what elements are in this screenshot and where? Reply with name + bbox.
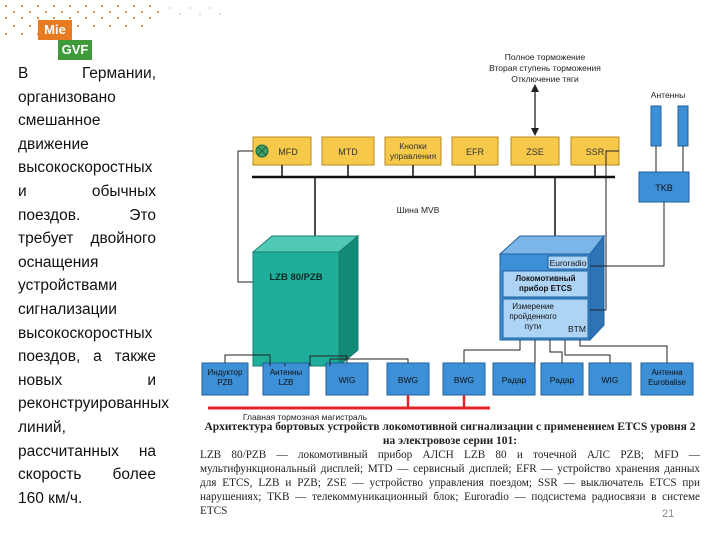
euroradio-label: Euroradio — [550, 258, 587, 268]
pzb-inductor-label: Индуктор PZB — [207, 368, 243, 387]
antenna-right-icon — [677, 105, 689, 147]
tkb-box — [638, 171, 690, 203]
etcs-main-box — [502, 270, 589, 298]
tkb-to-etcs-wire — [590, 202, 665, 267]
mfd-label: MFD — [278, 147, 298, 157]
zse-label: ZSE — [526, 147, 544, 157]
company-logo: Mie GVF — [30, 18, 100, 62]
mtd-box — [321, 136, 375, 166]
note-full-braking: Полное торможение — [505, 52, 586, 62]
decorative-dot-pattern — [4, 4, 221, 36]
antenna-left-icon — [650, 105, 662, 147]
wig-box-1 — [325, 362, 369, 396]
lzb-box-side — [338, 234, 359, 368]
caption-body: LZB 80/PZB — локомотивный прибор АЛСН LZ… — [200, 449, 700, 517]
wig-box-2 — [588, 362, 632, 396]
etcs-measure-label: Измерение пройденного пути — [509, 302, 557, 331]
lzb-box — [252, 251, 340, 367]
logo-mie: Mie — [38, 20, 72, 40]
pzb-inductor-box — [201, 362, 249, 396]
efr-box — [451, 136, 499, 166]
radar-box-2 — [540, 362, 584, 396]
etcs-box-top — [498, 235, 606, 255]
eurobalise-antenna-label: Антенна Eurobalise — [648, 368, 686, 387]
note-traction-off: Отключение тяги — [511, 74, 579, 84]
etcs-main-label: Локомотивный прибор ETCS — [515, 274, 576, 293]
arrow-up-icon — [531, 84, 539, 92]
brake-pipe-label: Главная тормозная магистраль — [243, 412, 368, 422]
etcs-btm-label: BTM — [568, 324, 586, 334]
note-second-braking: Вторая ступень торможения — [489, 63, 601, 73]
caption-title: Архитектура бортовых устройств локомотив… — [204, 421, 696, 447]
ssr-label: SSR — [586, 147, 605, 157]
radar-label-2: Радар — [550, 375, 575, 385]
euroradio-box — [547, 255, 589, 270]
lzb-antenna-box — [262, 362, 310, 396]
page-number: 21 — [662, 508, 675, 520]
lzb-antenna-label: Антенны LZB — [269, 368, 303, 387]
mtd-label: MTD — [338, 147, 358, 157]
radar-label-1: Радар — [502, 375, 527, 385]
bottom-connector-wires — [224, 340, 668, 366]
etcs-architecture-diagram: Полное торможение Вторая ступень торможе… — [201, 52, 694, 422]
buttons-label: Кнопки управления — [389, 141, 437, 161]
figure-caption: Архитектура бортовых устройств локомотив… — [200, 420, 700, 518]
logo-gvf: GVF — [58, 40, 92, 60]
radar-box-1 — [492, 362, 536, 396]
mfd-side-wire — [237, 150, 253, 283]
wig-label-2: WIG — [602, 375, 619, 385]
lzb-label: LZB 80/PZB — [269, 272, 322, 283]
efr-label: EFR — [466, 147, 485, 157]
antenna-label: Антенны — [651, 90, 685, 100]
bwg-label-2: BWG — [454, 375, 474, 385]
wig-label-1: WIG — [339, 375, 356, 385]
arrow-down-icon — [531, 128, 539, 136]
zse-box — [510, 136, 560, 166]
etcs-measure-box — [502, 298, 589, 339]
slide-body-text: В Германии, организовано смешанное движе… — [18, 65, 170, 507]
mvb-bus-label: Шина MVB — [397, 205, 440, 215]
etcs-box-side — [589, 234, 605, 342]
tkb-label: TKB — [655, 183, 673, 193]
ssr-side-wire — [605, 150, 619, 310]
bwg-label-1: BWG — [398, 375, 418, 385]
